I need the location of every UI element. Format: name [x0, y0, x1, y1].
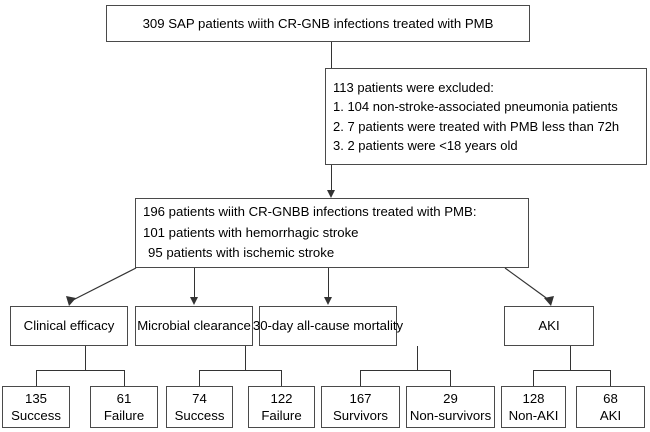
bracket-stem-1 [245, 346, 246, 370]
category-box-mortality: 30-day all-cause mortality [253, 306, 403, 346]
exclusion-item-1: 1. 104 non-stroke-associated pneumonia p… [333, 99, 618, 114]
outcome-box-4: 167 Survivors [321, 386, 400, 428]
outcome-count-5: 29 [443, 390, 458, 406]
outcome-count-1: 61 [116, 390, 132, 406]
outcome-box-5: 29 Non-survivors [406, 386, 495, 428]
exclusion-item-2: 2. 7 patients were treated with PMB less… [333, 118, 620, 134]
enrolled-line-1: 196 patients wiith CR-GNBB infections tr… [143, 204, 477, 220]
enrolled-line-2: 101 patients with hemorrhagic stroke [143, 224, 359, 240]
bracket-drop-0-right [124, 370, 125, 386]
outcome-label-3: Failure [261, 408, 302, 423]
bracket-drop-2-right [450, 370, 451, 386]
arrowhead-top-to-enrolled [327, 190, 335, 198]
enrolled-line-3: 95 patients with ischemic stroke [148, 245, 335, 261]
outcome-label-7: AKI [599, 408, 622, 423]
outcome-box-6: 128 Non-AKI [501, 386, 566, 428]
node-exclusions: 113 patients were excluded: 1. 104 non-s… [325, 68, 647, 165]
outcome-box-7: 68 AKI [576, 386, 645, 428]
node-enrolled: 196 patients wiith CR-GNBB infections tr… [135, 198, 529, 268]
outcome-box-2: 74 Success [166, 386, 233, 428]
bracket-stem-2 [417, 346, 418, 370]
outcome-count-0: 135 [24, 390, 47, 406]
bracket-bar-1 [199, 370, 282, 371]
outcome-label-4: Survivors [333, 408, 388, 423]
outcome-count-6: 128 [522, 390, 545, 406]
bracket-bar-3 [533, 370, 611, 371]
outcome-count-4: 167 [349, 390, 372, 406]
exclusion-item-3: 3. 2 patients were <18 years old [333, 138, 518, 153]
outcome-label-2: Success [174, 408, 225, 423]
node-screened-total: 309 SAP patients wiith CR-GNB infections… [106, 5, 530, 42]
outcome-box-3: 122 Failure [248, 386, 315, 428]
connector-enrolled-to-microbial-clearance [194, 268, 195, 298]
category-label-2: 30-day all-cause mortality [252, 318, 404, 334]
bracket-bar-0 [36, 370, 125, 371]
bracket-stem-0 [85, 346, 86, 370]
outcome-box-0: 135 Success [2, 386, 70, 428]
bracket-drop-1-left [199, 370, 200, 386]
bracket-stem-3 [570, 346, 571, 370]
category-box-microbial-clearance: Microbial clearance [135, 306, 253, 346]
bracket-drop-3-right [610, 370, 611, 386]
outcome-box-1: 61 Failure [90, 386, 158, 428]
bracket-bar-2 [360, 370, 450, 371]
arrowhead-mortality [324, 297, 332, 305]
outcome-count-7: 68 [603, 390, 618, 406]
category-box-aki: AKI [504, 306, 594, 346]
outcome-label-1: Failure [103, 408, 145, 423]
outcome-count-2: 74 [192, 390, 207, 406]
outcome-label-6: Non-AKI [508, 408, 559, 423]
screened-total-text: 309 SAP patients wiith CR-GNB infections… [142, 15, 494, 31]
connector-enrolled-to-mortality [328, 268, 329, 298]
bracket-drop-1-right [281, 370, 282, 386]
category-box-clinical-efficacy: Clinical efficacy [10, 306, 128, 346]
exclusions-heading: 113 patients were excluded: [333, 79, 494, 95]
outcome-label-5: Non-survivors [409, 408, 492, 423]
bracket-drop-0-left [36, 370, 37, 386]
arrowhead-microbial-clearance [190, 297, 198, 305]
outcome-count-3: 122 [270, 390, 293, 406]
category-label-0: Clinical efficacy [23, 318, 115, 334]
category-label-1: Microbial clearance [137, 318, 251, 334]
bracket-drop-2-left [360, 370, 361, 386]
bracket-drop-3-left [533, 370, 534, 386]
category-label-3: AKI [538, 318, 560, 334]
outcome-label-0: Success [11, 408, 61, 423]
